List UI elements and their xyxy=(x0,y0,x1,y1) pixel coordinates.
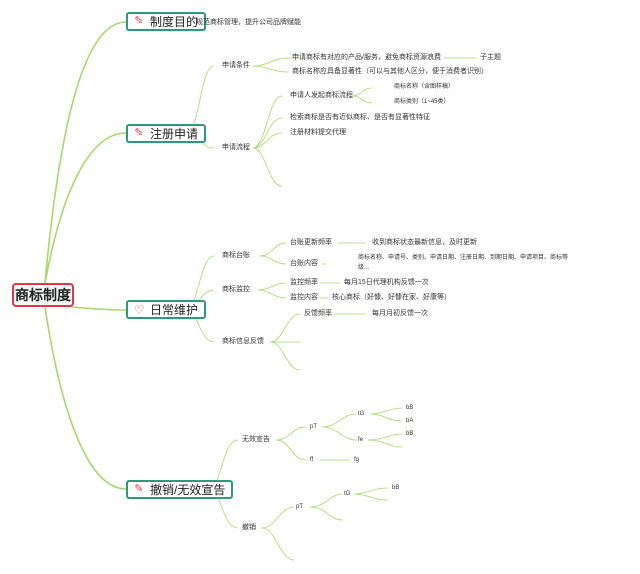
monitor-freq-value[interactable]: 每月15日代理机构反馈一次 xyxy=(344,279,429,286)
invalid-fg[interactable]: fg xyxy=(354,457,360,463)
invalid-ff[interactable]: ff xyxy=(310,457,314,463)
register-process[interactable]: 申请流程 xyxy=(222,144,250,151)
process-step-2[interactable]: 检索商标是否有近似商标、是否有显著性特征 xyxy=(290,114,430,121)
maintain-monitor[interactable]: 商标监控 xyxy=(222,286,250,293)
revoke-cancel[interactable]: 撤销 xyxy=(242,524,256,531)
feedback-freq-value[interactable]: 每月月初反馈一次 xyxy=(372,310,428,317)
maintain-ledger[interactable]: 商标台账 xyxy=(222,252,250,259)
invalid-tG[interactable]: tG xyxy=(358,411,365,417)
heart-icon: ♡ xyxy=(133,302,145,317)
process-step-1[interactable]: 申请人发起商标流程 xyxy=(290,92,353,99)
feedback-freq-label[interactable]: 反馈频率 xyxy=(304,310,332,317)
maintain-feedback[interactable]: 商标信息反馈 xyxy=(222,338,264,345)
branch-purpose[interactable]: ✎ 制度目的 xyxy=(126,12,207,31)
register-conditions[interactable]: 申请条件 xyxy=(222,62,250,69)
process-step-1-category[interactable]: 商标类别（1~45类） xyxy=(394,99,450,105)
line-root-purpose xyxy=(44,21,127,284)
invalid-bB-2[interactable]: bB xyxy=(406,431,414,437)
line-root-revoke xyxy=(44,306,127,490)
line-root-maintain xyxy=(71,306,127,311)
branch-maintain[interactable]: ♡ 日常维护 xyxy=(126,300,207,319)
root-topic[interactable]: 商标制度 xyxy=(12,283,74,307)
cancel-bB[interactable]: bB xyxy=(392,485,400,491)
ledger-freq-label[interactable]: 台账更新频率 xyxy=(290,239,332,246)
main-branch-lines xyxy=(44,21,127,490)
branch-register-label: 注册申请 xyxy=(150,126,199,141)
pencil-icon: ✎ xyxy=(134,483,144,495)
invalid-pT[interactable]: pT xyxy=(310,424,318,430)
process-step-1-name[interactable]: 商标名称（含图样稿） xyxy=(394,84,455,90)
conditions-subtopic[interactable]: 子主题 xyxy=(480,54,501,61)
conditions-line-1[interactable]: 申请商标有对应的产品/服务，避免商标资源浪费 xyxy=(292,54,441,61)
pencil-icon: ✎ xyxy=(134,15,144,27)
branch-purpose-label: 制度目的 xyxy=(150,14,199,29)
ledger-content-label[interactable]: 台账内容 xyxy=(290,260,318,267)
branch-revoke-label: 撤销/无效宣告 xyxy=(150,482,226,497)
monitor-content-label[interactable]: 监控内容 xyxy=(290,294,318,301)
ledger-freq-value[interactable]: 收到商标状态最新信息，及时更新 xyxy=(372,239,477,246)
invalid-bA[interactable]: bA xyxy=(406,418,414,424)
invalid-bB-1[interactable]: bB xyxy=(406,405,414,411)
revoke-invalid[interactable]: 无效宣告 xyxy=(242,436,270,443)
branch-register[interactable]: ✎ 注册申请 xyxy=(126,124,207,143)
pencil-icon: ✎ xyxy=(134,127,144,139)
monitor-content-value[interactable]: 核心商标（好慷、好慷在家、好康等） xyxy=(332,294,451,301)
invalid-fe[interactable]: fe xyxy=(358,437,364,443)
monitor-freq-label[interactable]: 监控频率 xyxy=(290,279,318,286)
cancel-pT[interactable]: pT xyxy=(296,504,304,510)
sub-branch-lines xyxy=(185,21,476,561)
process-step-3[interactable]: 注册材料提交代理 xyxy=(290,129,346,136)
branch-maintain-label: 日常维护 xyxy=(150,302,199,317)
branch-revoke[interactable]: ✎ 撤销/无效宣告 xyxy=(126,480,234,499)
purpose-text[interactable]: 规范商标管理，提升公司品牌赋能 xyxy=(196,19,301,26)
ledger-content-value-2[interactable]: 级... xyxy=(358,265,370,271)
ledger-content-value-1[interactable]: 商标名称、申请号、类别、申请日期、注册日期、到期日期、申请项目、商标等 xyxy=(358,255,569,261)
conditions-line-2[interactable]: 商标名称应具备显著性（可以与其他人区分，便于消费者识别） xyxy=(292,68,488,75)
cancel-tG[interactable]: tG xyxy=(344,491,351,497)
line-root-register xyxy=(44,132,127,284)
